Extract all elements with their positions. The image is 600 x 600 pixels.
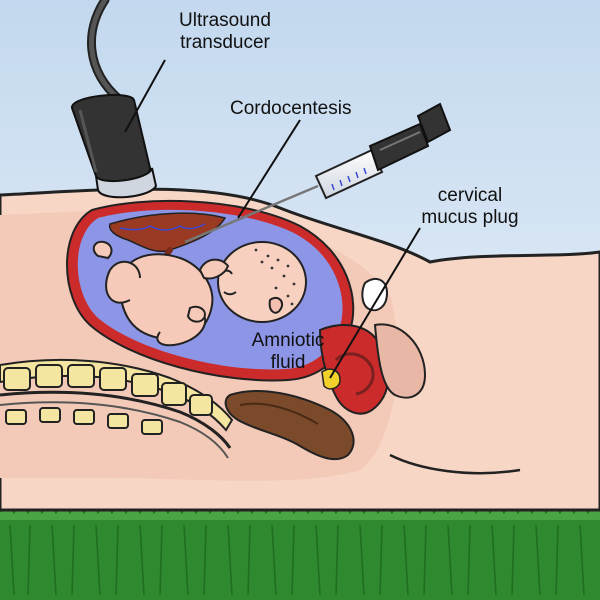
leader-cordocentesis — [237, 119, 301, 219]
ultrasound-transducer — [71, 0, 158, 199]
fetus — [92, 240, 307, 347]
label-transducer-line1: Ultrasound — [179, 10, 271, 31]
cervical-canal — [334, 352, 375, 396]
fetus-head — [217, 241, 307, 323]
spine — [0, 358, 234, 459]
leader-lines — [124, 59, 421, 379]
navel — [361, 277, 389, 312]
bowel-inner — [239, 402, 319, 425]
label-cordocentesis-text: Cordocentesis — [230, 98, 352, 119]
leader-mucus-plug — [329, 227, 421, 379]
label-transducer-line2: transducer — [180, 32, 270, 53]
label-amniotic-line1: Amniotic — [251, 330, 325, 351]
label-amniotic-fluid: Amniotic fluid — [238, 330, 338, 374]
bowel — [224, 389, 355, 461]
leader-transducer — [124, 59, 166, 133]
grass-surface — [0, 504, 600, 600]
placenta-vessels — [119, 223, 206, 231]
label-mucus-line1: cervical — [437, 185, 503, 206]
thigh-outline — [389, 453, 521, 475]
placenta — [108, 212, 227, 252]
needle — [184, 184, 319, 244]
syringe — [184, 102, 452, 244]
label-cordocentesis: Cordocentesis — [230, 98, 380, 120]
label-ultrasound-transducer: Ultrasound transducer — [150, 10, 300, 54]
label-cervical-mucus-plug: cervical mucus plug — [405, 185, 535, 229]
mucus-plug — [321, 368, 341, 390]
label-mucus-line2: mucus plug — [421, 207, 519, 228]
label-amniotic-line2: fluid — [270, 352, 306, 373]
bladder — [373, 323, 427, 399]
